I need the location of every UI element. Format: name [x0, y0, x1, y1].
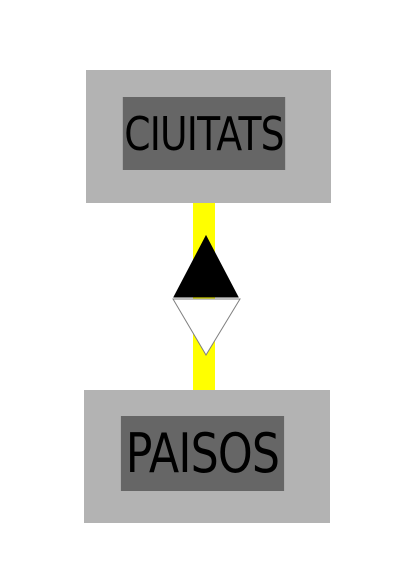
entity-ciuitats: CIUITATS: [86, 70, 331, 203]
arrow-up-icon: [173, 234, 239, 298]
entity-ciuitats-label-box: CIUITATS: [122, 97, 286, 170]
entity-ciuitats-label: CIUITATS: [124, 106, 284, 161]
arrow-down-icon: [172, 298, 241, 356]
entity-paisos-label-box: PAISOS: [120, 416, 285, 491]
entity-paisos: PAISOS: [84, 390, 330, 523]
entity-paisos-label: PAISOS: [125, 422, 280, 485]
